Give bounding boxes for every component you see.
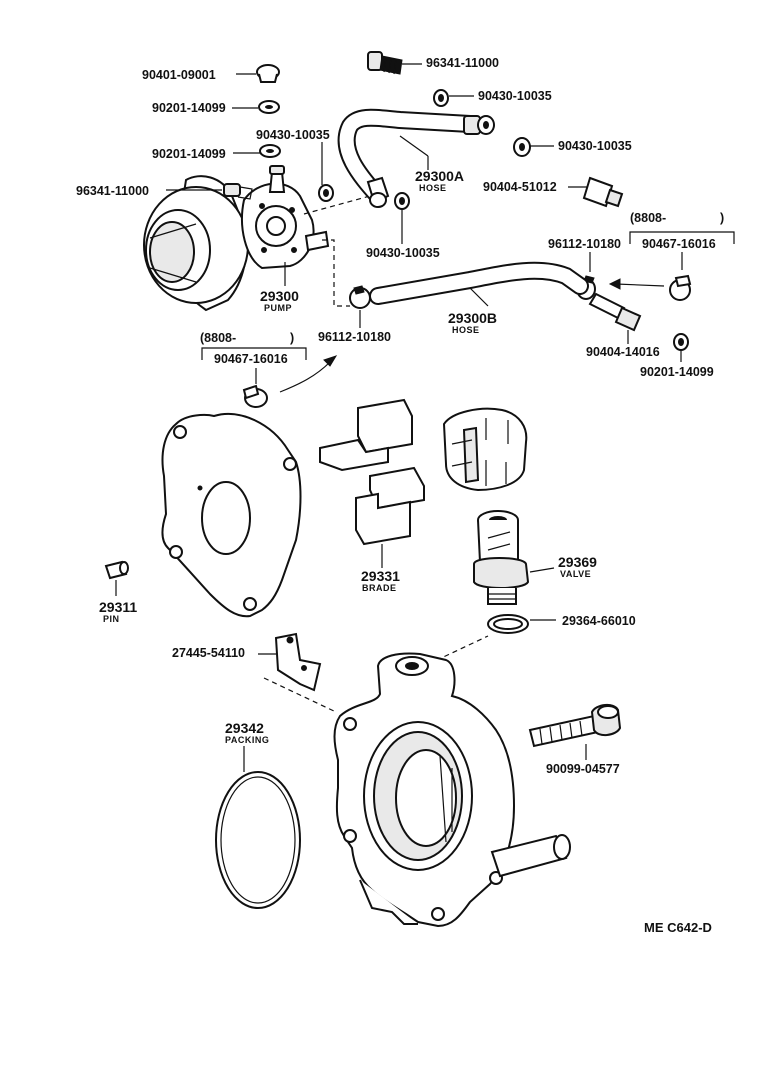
arrow-to-hose-b: [279, 355, 338, 393]
bolt-96341-11000-top: [367, 51, 422, 75]
label-90201-14099-a: 90201-14099: [152, 101, 226, 115]
hose-29300A: [337, 108, 495, 208]
label-90201-14099-c: 90201-14099: [640, 365, 714, 379]
blade-29331: [319, 398, 425, 568]
clamp-96112-10180-left: [349, 285, 371, 328]
label-29311: 29311: [99, 599, 137, 615]
label-90467-16016-right: 90467-16016: [642, 237, 716, 251]
gasket-90430-10035-d: [394, 192, 410, 244]
label-90201-14099-b: 90201-14099: [152, 147, 226, 161]
bracket-27445-54110: [258, 632, 322, 692]
bracket-left: [201, 347, 307, 360]
rotor: [442, 407, 528, 492]
cap-screw-90401-09001: [236, 64, 280, 83]
pump-cover-plate: [161, 412, 302, 618]
label-29300A: 29300A: [415, 168, 464, 184]
label-29300B-name: HOSE: [452, 325, 480, 335]
leader-bracket-to-body: [263, 677, 337, 713]
gasket-90430-10035-a: [433, 89, 474, 107]
label-29300: 29300: [260, 288, 299, 304]
label-90404-51012: 90404-51012: [483, 180, 557, 194]
label-96341-11000-top: 96341-11000: [426, 56, 499, 70]
label-29311-name: PIN: [103, 614, 120, 624]
bolt-90099-04577: [528, 704, 622, 760]
label-8808-left: (8808-: [200, 331, 236, 345]
reference-code: ME C642-D: [644, 920, 712, 935]
gasket-90430-10035-b: [318, 142, 334, 202]
washer-90201-14099-a: [232, 100, 280, 114]
label-29369: 29369: [558, 554, 597, 570]
label-90401-09001: 90401-09001: [142, 68, 216, 82]
label-8808-right-close: ): [720, 211, 724, 225]
label-29369-name: VALVE: [560, 569, 591, 579]
label-90099-04577: 90099-04577: [546, 762, 620, 776]
label-96112-10180-right: 96112-10180: [548, 237, 621, 251]
union-90404-51012: [568, 176, 624, 208]
clamp-90467-16016-left: [242, 368, 268, 408]
packing-29342: [215, 746, 301, 909]
washer-90201-14099-b: [233, 144, 281, 158]
label-29300A-name: HOSE: [419, 183, 447, 193]
label-90430-10035-c: 90430-10035: [558, 139, 632, 153]
label-27445-54110: 27445-54110: [172, 646, 245, 660]
clamp-90467-16016-right: [669, 252, 692, 301]
label-90430-10035-b: 90430-10035: [256, 128, 330, 142]
pin-29311: [104, 560, 129, 596]
label-90404-14016: 90404-14016: [586, 345, 660, 359]
label-96112-10180-left: 96112-10180: [318, 330, 391, 344]
label-29300-name: PUMP: [264, 303, 292, 313]
label-96341-11000-left: 96341-11000: [76, 184, 149, 198]
label-90430-10035-a: 90430-10035: [478, 89, 552, 103]
vacuum-pump-29300: [143, 165, 330, 312]
valve-29369: [473, 510, 555, 605]
bracket-right: [629, 231, 735, 244]
leader-pump-to-hose-a: [303, 195, 371, 215]
label-8808-left-close: ): [290, 331, 294, 345]
label-29331-name: BRADE: [362, 583, 397, 593]
hose-29300B: [369, 261, 589, 307]
gasket-29364-66010: [487, 614, 556, 634]
label-90467-16016-left: 90467-16016: [214, 352, 288, 366]
arrow-right-to-left: [608, 278, 665, 290]
label-8808-right: (8808-: [630, 211, 666, 225]
label-29300B: 29300B: [448, 310, 497, 326]
label-29364-66010: 29364-66010: [562, 614, 636, 628]
union-90404-14016: [588, 292, 642, 344]
gasket-90430-10035-c: [513, 137, 554, 157]
leader-pump-to-hose-b: [322, 239, 350, 307]
washer-90201-14099-c: [673, 333, 689, 362]
label-29342-name: PACKING: [225, 735, 269, 745]
label-29342: 29342: [225, 720, 264, 736]
label-29331: 29331: [361, 568, 400, 584]
label-90430-10035-d: 90430-10035: [366, 246, 440, 260]
pump-body-housing: [333, 652, 571, 928]
